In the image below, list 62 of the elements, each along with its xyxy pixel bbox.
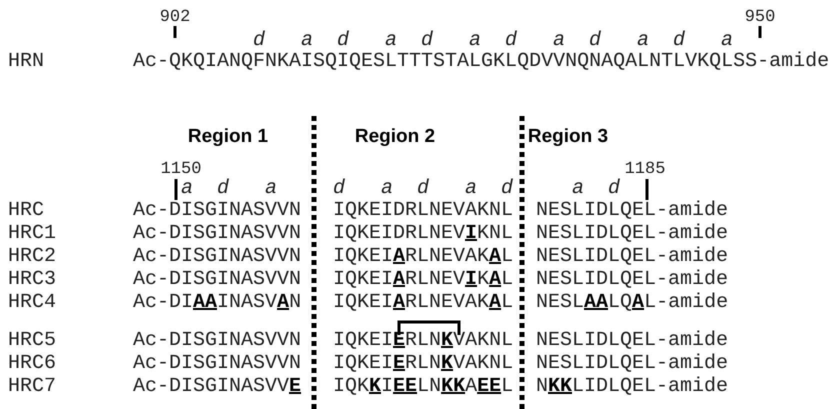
heptad-position: d: [217, 178, 229, 200]
heptad-position: d: [501, 178, 513, 200]
peptide-name: HRC7: [8, 376, 56, 398]
region-heading: Region 1: [188, 126, 268, 148]
sequence-text: Ac-DISGINASVVN: [133, 246, 302, 268]
heptad-position: a: [465, 178, 477, 200]
sequence-text: IQKKIEELNKKAEEL: [333, 376, 514, 398]
heptad-position: a: [721, 30, 733, 52]
residue-number: 902: [160, 7, 190, 29]
heptad-position: a: [381, 178, 393, 200]
sequence-text: NESLAALQAL-amide: [536, 292, 728, 314]
peptide-name: HRC: [8, 200, 44, 222]
heptad-position: a: [637, 30, 649, 52]
sequence-text: Ac-DISGINASVVN: [133, 330, 302, 352]
heptad-position: d: [417, 178, 429, 200]
sequence-text: IQKEIERLNKVAKNL: [333, 353, 514, 375]
residue-number: 1150: [160, 159, 202, 181]
sequence-text: Ac-DISGINASVVE: [133, 376, 302, 398]
sequence-text: IQKEIDRLNEVIKNL: [333, 223, 514, 245]
heptad-position: a: [553, 30, 565, 52]
peptide-name: HRC2: [8, 246, 56, 268]
residue-number: 1185: [624, 159, 666, 181]
residue-number: 950: [744, 7, 776, 29]
heptad-position: a: [181, 178, 193, 200]
sequence-text: NESLIDLQEL-amide: [536, 353, 728, 375]
heptad-position: d: [673, 30, 685, 52]
heptad-position: a: [301, 30, 313, 52]
heptad-position: d: [333, 178, 345, 200]
sequence-text: Ac-DIAAINASVAN: [133, 292, 302, 314]
sequence-text: IQKEIARLNEVAKAL: [333, 246, 514, 268]
sequence-text: Ac-QKQIANQFNKAISQIQESLTTTSTALGKLQDVVNQNAQALNTLVKQLSS-amide: [133, 51, 830, 73]
heptad-position: d: [608, 178, 620, 200]
sequence-text: NESLIDLQEL-amide: [536, 269, 728, 291]
heptad-position: a: [385, 30, 397, 52]
sequence-text: Ac-DISGINASVVN: [133, 200, 302, 222]
heptad-position: d: [589, 30, 601, 52]
sequence-text: IQKEIARLNEVIKAL: [333, 269, 514, 291]
heptad-position: d: [505, 30, 517, 52]
peptide-name: HRC1: [8, 223, 56, 245]
sequence-text: NESLIDLQEL-amide: [536, 246, 728, 268]
sequence-text: IQKEIDRLNEVAKNL: [333, 200, 514, 222]
peptide-name: HRC3: [8, 269, 56, 291]
sequence-text: Ac-DISGINASVVN: [133, 223, 302, 245]
sequence-text: NESLIDLQEL-amide: [536, 330, 728, 352]
sequence-text: IQKEIARLNEVAKAL: [333, 292, 514, 314]
heptad-position: d: [421, 30, 433, 52]
region-heading: Region 3: [528, 126, 608, 148]
heptad-position: a: [265, 178, 277, 200]
peptide-name: HRC4: [8, 292, 56, 314]
peptide-name: HRN: [8, 51, 44, 73]
peptide-name: HRC5: [8, 330, 56, 352]
heptad-position: d: [253, 30, 265, 52]
sequence-text: NKKLIDLQEL-amide: [536, 376, 728, 398]
heptad-position: d: [337, 30, 349, 52]
peptide-name: HRC6: [8, 353, 56, 375]
sequence-text: Ac-DISGINASVVN: [133, 269, 302, 291]
sequence-text: Ac-DISGINASVVN: [133, 353, 302, 375]
sequence-text: NESLIDLQEL-amide: [536, 223, 728, 245]
sequence-text: NESLIDLQEL-amide: [536, 200, 728, 222]
heptad-position: a: [469, 30, 481, 52]
region-heading: Region 2: [354, 126, 436, 148]
heptad-position: a: [572, 178, 584, 200]
